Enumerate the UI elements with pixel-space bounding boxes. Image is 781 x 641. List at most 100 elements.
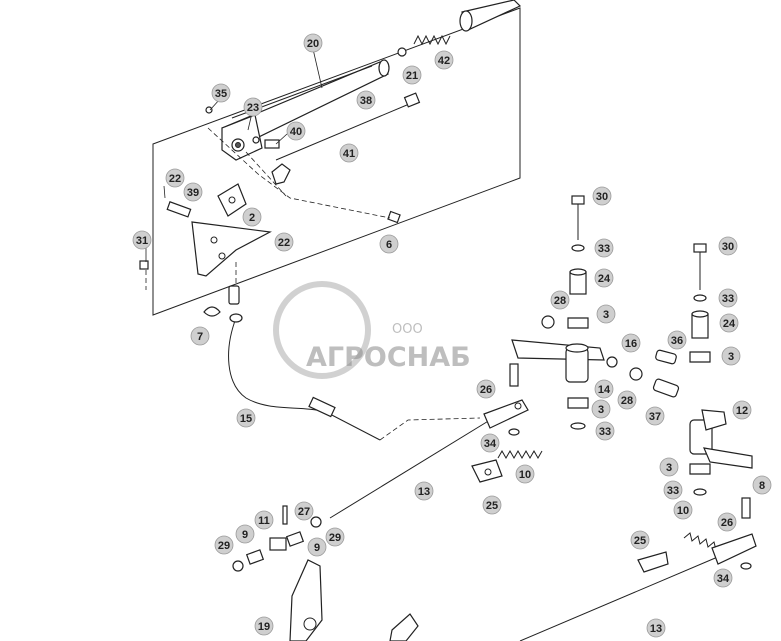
callout-label: 25	[634, 535, 646, 547]
callout-12: 12	[732, 400, 752, 420]
lower-washers-center	[567, 397, 589, 430]
callout-label: 8	[759, 480, 765, 492]
watermark-company: АГРОСНАБ	[306, 342, 471, 373]
callout-label: 36	[671, 335, 683, 347]
callout-label: 35	[215, 88, 227, 100]
callout-41: 41	[339, 143, 359, 163]
callout-label: 40	[290, 126, 302, 138]
callout-label: 37	[649, 411, 661, 423]
return-spring-lower	[683, 532, 717, 551]
callout-label: 29	[329, 532, 341, 544]
callout-label: 26	[480, 384, 492, 396]
callout-22: 22	[274, 232, 294, 252]
callout-label: 19	[258, 621, 270, 633]
callout-19: 19	[254, 616, 274, 636]
callout-label: 3	[666, 462, 672, 474]
callout-33: 33	[594, 238, 614, 258]
callout-30: 30	[592, 186, 612, 206]
callout-22: 22	[165, 168, 185, 188]
callout-label: 2	[249, 212, 255, 224]
callout-33: 33	[718, 288, 738, 308]
callout-40: 40	[286, 121, 306, 141]
callout-label: 27	[298, 506, 310, 518]
lever-bracket	[166, 183, 272, 277]
small-bolts	[139, 106, 401, 270]
callout-label: 38	[360, 95, 372, 107]
callout-38: 38	[356, 90, 376, 110]
lower-arm-19	[289, 559, 419, 641]
callout-25: 25	[482, 495, 502, 515]
callout-label: 14	[598, 384, 611, 396]
washer-34-lower	[740, 562, 752, 570]
return-spring-upper	[497, 449, 543, 460]
callout-10: 10	[515, 464, 535, 484]
linkage-rod-upper	[329, 399, 529, 519]
callout-label: 7	[197, 331, 203, 343]
callout-3: 3	[591, 399, 611, 419]
pivot-stack-right	[689, 243, 711, 363]
callout-35: 35	[211, 83, 231, 103]
watermark-prefix: ООО	[392, 322, 423, 337]
callout-10: 10	[673, 500, 693, 520]
callout-label: 3	[603, 309, 609, 321]
callout-label: 16	[625, 338, 637, 350]
callout-39: 39	[183, 182, 203, 202]
callout-3: 3	[659, 457, 679, 477]
callout-30: 30	[718, 236, 738, 256]
callout-label: 10	[677, 505, 689, 517]
callout-label: 13	[650, 623, 662, 635]
callout-label: 9	[314, 542, 320, 554]
callout-42: 42	[434, 50, 454, 70]
callout-28: 28	[617, 390, 637, 410]
callout-label: 41	[343, 148, 355, 160]
callout-21: 21	[402, 65, 422, 85]
callout-label: 15	[240, 413, 252, 425]
pin-26-upper	[509, 363, 519, 387]
callout-label: 6	[386, 239, 392, 251]
callout-9: 9	[235, 524, 255, 544]
callout-label: 30	[596, 191, 608, 203]
pin-26-lower	[741, 497, 751, 519]
callout-23: 23	[243, 97, 263, 117]
callout-label: 33	[599, 426, 611, 438]
clip-upper	[471, 459, 503, 483]
callout-3: 3	[596, 304, 616, 324]
brake-rod	[275, 92, 421, 161]
callout-label: 42	[438, 55, 450, 67]
lower-pivot-parts	[232, 505, 322, 572]
callout-14: 14	[594, 379, 614, 399]
lever-grip	[397, 0, 522, 57]
callout-label: 31	[136, 235, 148, 247]
callout-label: 24	[723, 318, 736, 330]
callout-label: 23	[247, 102, 259, 114]
callout-label: 24	[598, 273, 611, 285]
pawl-assembly	[252, 136, 291, 185]
callout-label: 34	[717, 573, 730, 585]
callout-label: 3	[728, 351, 734, 363]
clip-lower	[637, 551, 669, 573]
park-brake-lever	[221, 59, 390, 161]
pivot-stack-center	[541, 195, 589, 329]
callout-label: 33	[598, 243, 610, 255]
callout-label: 13	[418, 486, 430, 498]
callout-13: 13	[646, 618, 666, 638]
callout-label: 34	[484, 438, 497, 450]
callout-34: 34	[480, 433, 500, 453]
callout-label: 33	[722, 293, 734, 305]
brake-cable	[203, 285, 381, 441]
callout-31: 31	[132, 230, 152, 250]
callout-7: 7	[190, 326, 210, 346]
callout-37: 37	[645, 406, 665, 426]
pivot-arm-12	[689, 409, 753, 496]
callout-24: 24	[594, 268, 614, 288]
callout-27: 27	[294, 501, 314, 521]
linkage-rod-lower	[519, 533, 757, 641]
callout-label: 22	[278, 237, 290, 249]
callout-label: 26	[721, 517, 733, 529]
callout-label: 11	[258, 515, 270, 527]
callout-26: 26	[476, 379, 496, 399]
callout-label: 30	[722, 241, 734, 253]
callout-3: 3	[721, 346, 741, 366]
